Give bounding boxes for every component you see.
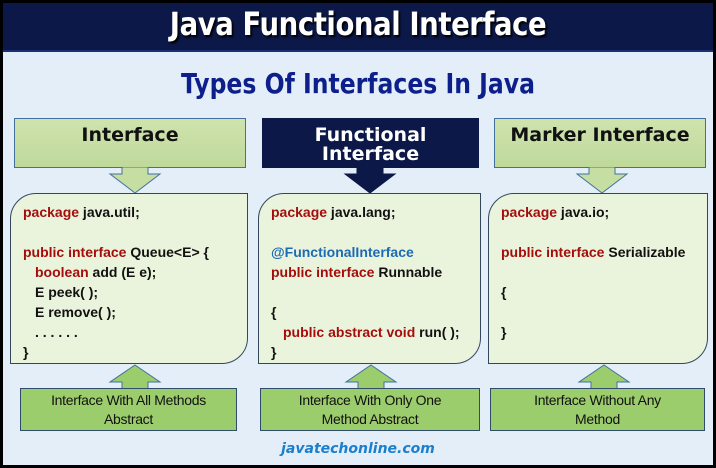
header-banner: Java Functional Interface bbox=[3, 3, 713, 52]
code-line: . . . . . . bbox=[35, 324, 78, 340]
description-box-functional-interface: Interface With Only One Method Abstract bbox=[260, 388, 480, 431]
code-box-functional-interface: package java.lang; @FunctionalInterface … bbox=[258, 193, 481, 364]
type-box-marker-interface: Marker Interface bbox=[494, 118, 706, 168]
description-line: Method Abstract bbox=[321, 411, 419, 427]
code-line: E remove( ); bbox=[35, 304, 116, 320]
arrow-up-icon bbox=[344, 364, 398, 389]
code-box-interface: package java.util; public interface Queu… bbox=[10, 193, 248, 364]
description-line: Interface Without Any bbox=[534, 392, 661, 408]
subtitle: Types Of Interfaces In Java bbox=[181, 67, 535, 100]
code-line: public abstract void run( ); bbox=[283, 324, 460, 340]
type-box-functional-interface: Functional Interface bbox=[262, 118, 479, 168]
code-line: public interface Serializable bbox=[501, 244, 686, 260]
description-box-marker-interface: Interface Without Any Method bbox=[490, 388, 705, 431]
code-line-annotation: @FunctionalInterface bbox=[271, 244, 414, 260]
code-line: } bbox=[23, 344, 29, 360]
code-line: { bbox=[501, 284, 507, 300]
code-line: public interface Queue<E> { bbox=[23, 244, 209, 260]
description-box-interface: Interface With All Methods Abstract bbox=[20, 388, 237, 431]
code-line: package java.util; bbox=[23, 204, 140, 220]
code-line: boolean add (E e); bbox=[35, 264, 157, 280]
arrow-down-icon bbox=[343, 167, 397, 194]
code-box-marker-interface: package java.io; public interface Serial… bbox=[488, 193, 708, 364]
code-line: package java.lang; bbox=[271, 204, 396, 220]
code-line: package java.io; bbox=[501, 204, 610, 220]
arrow-down-icon bbox=[575, 167, 629, 194]
code-line: public interface Runnable bbox=[271, 264, 443, 280]
code-line: E peek( ); bbox=[35, 284, 99, 300]
type-box-interface: Interface bbox=[14, 118, 246, 168]
footer-website: javatechonline.com bbox=[281, 441, 435, 457]
page-title: Java Functional Interface bbox=[169, 5, 547, 43]
description-line: Interface With Only One bbox=[298, 392, 442, 408]
description-line: Abstract bbox=[104, 411, 153, 427]
code-line: { bbox=[271, 304, 277, 320]
code-line: } bbox=[271, 344, 277, 360]
code-line: } bbox=[501, 324, 507, 340]
type-label: Functional Interface bbox=[314, 124, 427, 165]
arrow-up-icon bbox=[577, 364, 631, 389]
arrow-up-icon bbox=[108, 364, 162, 389]
diagram-frame: Java Functional Interface Types Of Inter… bbox=[3, 3, 713, 465]
arrow-down-icon bbox=[108, 167, 162, 194]
type-label: Marker Interface bbox=[510, 124, 690, 146]
description-line: Method bbox=[575, 411, 620, 427]
description-line: Interface With All Methods bbox=[51, 392, 206, 408]
type-label: Interface bbox=[81, 124, 179, 146]
